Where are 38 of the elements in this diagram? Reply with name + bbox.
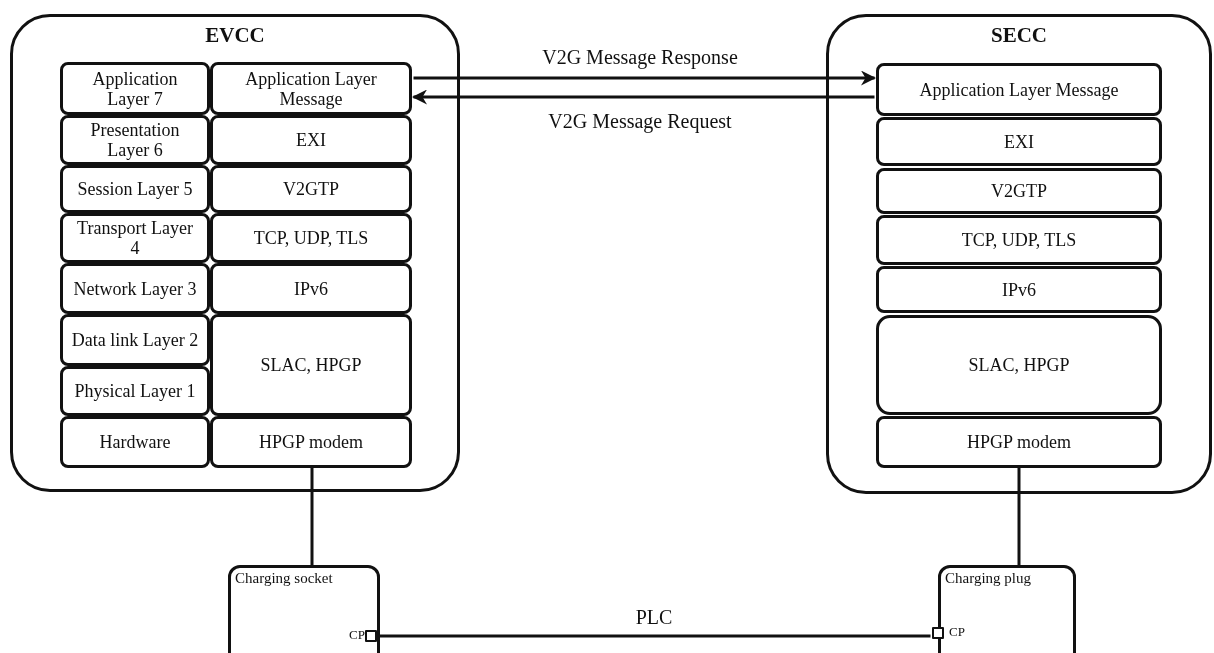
layer-box: Hardware — [60, 416, 210, 468]
protocol-box: IPv6 — [210, 263, 412, 314]
connection-line — [378, 634, 931, 638]
protocol-box: SLAC, HPGP — [210, 314, 412, 416]
protocol-box: IPv6 — [876, 266, 1162, 313]
protocol-box: TCP, UDP, TLS — [876, 215, 1162, 265]
layer-box: Network Layer 3 — [60, 263, 210, 314]
protocol-box: Application Layer Message — [210, 62, 412, 115]
box-label: Charging socket — [235, 569, 333, 588]
controller-panel — [10, 14, 460, 492]
protocol-box: V2GTP — [210, 165, 412, 213]
box-label: Charging plug — [945, 569, 1031, 588]
protocol-box: HPGP modem — [876, 416, 1162, 468]
port-label: CP — [949, 624, 965, 639]
arrow — [413, 70, 876, 86]
protocol-box: V2GTP — [876, 168, 1162, 214]
connector-box — [228, 565, 380, 653]
layer-box: Presentation Layer 6 — [60, 115, 210, 165]
protocol-box: Application Layer Message — [876, 63, 1162, 116]
port-square — [365, 630, 377, 642]
port-square — [932, 627, 944, 639]
controller-panel — [826, 14, 1212, 494]
layer-box: Application Layer 7 — [60, 62, 210, 115]
protocol-box: TCP, UDP, TLS — [210, 213, 412, 263]
panel-title: SECC — [990, 25, 1048, 45]
protocol-box: EXI — [210, 115, 412, 165]
layer-box: Session Layer 5 — [60, 165, 210, 213]
protocol-box: EXI — [876, 117, 1162, 166]
layer-box: Transport Layer 4 — [60, 213, 210, 263]
arrow — [412, 89, 875, 105]
protocol-box: HPGP modem — [210, 416, 412, 468]
connection-line — [310, 468, 314, 565]
protocol-box: SLAC, HPGP — [876, 315, 1162, 415]
layer-box: Physical Layer 1 — [60, 366, 210, 416]
layer-box: Data link Layer 2 — [60, 314, 210, 366]
port-label: CP — [349, 627, 365, 642]
connection-line — [1017, 468, 1021, 565]
panel-title: EVCC — [204, 25, 266, 45]
